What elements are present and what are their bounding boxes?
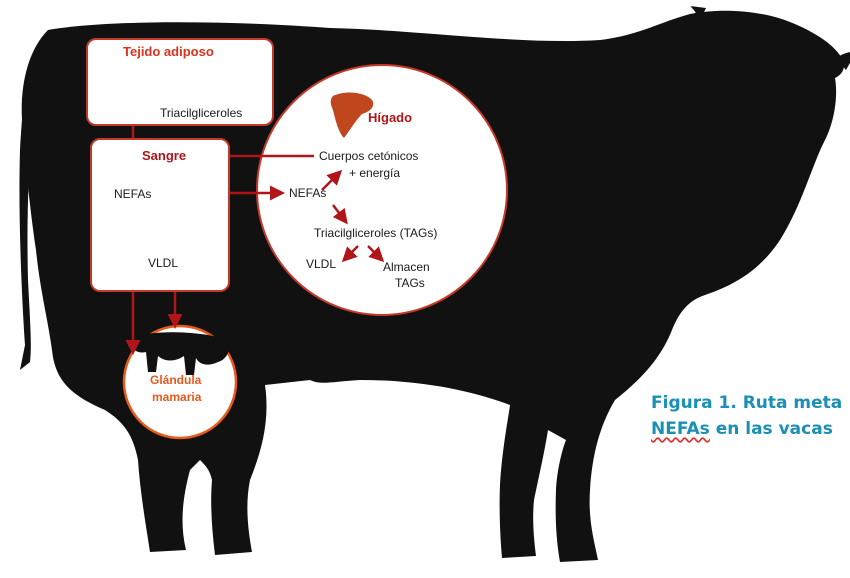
blood-nefas-label: NEFAs <box>114 187 151 202</box>
mammary-label-line2: mamaria <box>152 390 201 405</box>
blood-title: Sangre <box>142 148 186 163</box>
liver-vldl-label: VLDL <box>306 257 336 272</box>
adipose-title: Tejido adiposo <box>123 44 214 59</box>
liver-tags-label: Triacilgliceroles (TAGs) <box>314 226 437 241</box>
liver-ketones-label: Cuerpos cetónicos <box>319 149 418 164</box>
figure-caption-line2: NEFAs en las vacas <box>651 418 833 440</box>
figure-caption-line1: Figura 1. Ruta meta <box>651 392 842 414</box>
liver-nefas-label: NEFAs <box>289 186 326 201</box>
liver-store-label-2: TAGs <box>395 276 425 291</box>
caption-line2-rest: en las vacas <box>710 419 833 439</box>
liver-energy-label: + energía <box>349 166 400 181</box>
liver-title: Hígado <box>368 110 412 125</box>
liver-store-label: Almacen <box>383 260 430 275</box>
adipose-tag-label: Triacilgliceroles <box>160 106 242 121</box>
caption-nefas-word: NEFAs <box>651 419 710 439</box>
mammary-label-line1: Glándula <box>150 373 201 388</box>
blood-vldl-label: VLDL <box>148 256 178 271</box>
